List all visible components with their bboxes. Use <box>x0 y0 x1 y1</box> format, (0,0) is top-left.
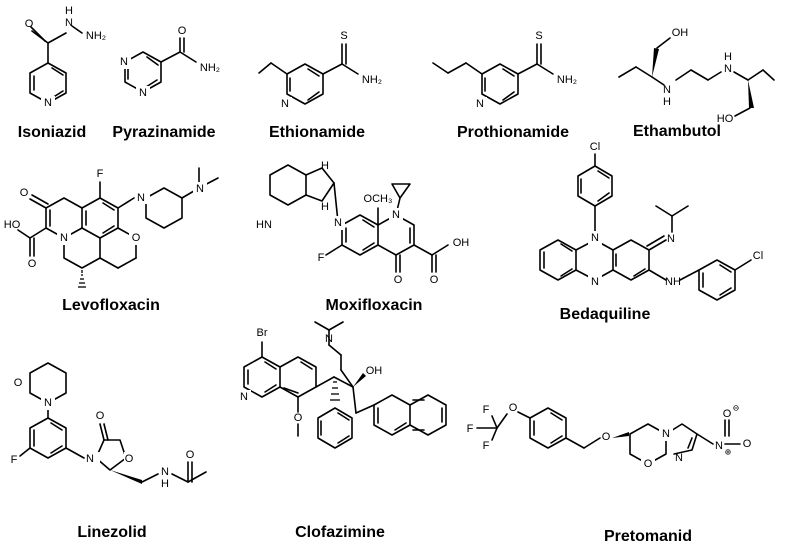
ethionamide-structure: N S NH₂ <box>258 30 382 111</box>
atom-label: O <box>132 232 141 244</box>
bedaquiline-structure: N N Cl N NH Cl <box>539 141 763 301</box>
atom-label: F <box>483 404 490 416</box>
charge-label: ⊖ <box>733 404 740 413</box>
atom-label: H <box>65 5 73 17</box>
atom-label: NH <box>665 276 681 288</box>
atom-label: O <box>394 274 403 286</box>
atom-label: N <box>334 217 342 229</box>
atom-label: N <box>724 63 732 75</box>
atom-label: O <box>20 187 29 199</box>
atom-label: N <box>715 440 723 452</box>
atom-label: N <box>240 391 248 403</box>
atom-label: O <box>96 410 105 422</box>
pretomanid-label: Pretomanid <box>604 528 692 545</box>
atom-label: O <box>602 431 611 443</box>
bedaquiline-label: Bedaquiline <box>560 306 651 323</box>
levofloxacin-structure: N N F O HO O N O <box>4 167 219 288</box>
atom-label: H <box>663 96 671 108</box>
atom-label: Cl <box>590 141 600 153</box>
ethambutol-structure: OH N H N H HO <box>618 27 775 125</box>
atom-label: N <box>44 97 52 109</box>
atom-label: N <box>392 209 400 221</box>
atom-label: O <box>509 402 518 414</box>
atom-label: H <box>321 160 329 172</box>
atom-label: O <box>723 408 732 420</box>
atom-label: O <box>743 438 752 450</box>
atom-label: OH <box>366 365 383 377</box>
atom-label: F <box>467 423 474 435</box>
atom-label: N <box>476 98 484 110</box>
atom-label: N <box>662 428 670 440</box>
atom-label: N <box>60 232 68 244</box>
atom-label: O <box>14 377 23 389</box>
atom-label: Br <box>257 327 268 339</box>
atom-label: F <box>483 440 490 452</box>
atom-label: N <box>161 466 169 478</box>
atom-label: S <box>340 30 347 42</box>
atom-label: F <box>97 168 104 180</box>
atom-label: OH <box>453 237 470 249</box>
atom-label: HO <box>717 113 734 125</box>
atom-label: O <box>25 18 34 30</box>
atom-label: O <box>178 25 187 37</box>
prothionamide-label: Prothionamide <box>457 124 569 141</box>
atom-label: N <box>86 453 94 465</box>
atom-label: Cl <box>753 250 763 262</box>
isoniazid-structure: N O N H NH₂ <box>25 5 106 110</box>
atom-label: NH₂ <box>200 62 220 74</box>
atom-label: O <box>294 412 303 424</box>
atom-label: O <box>430 274 439 286</box>
atom-label: N <box>667 233 675 245</box>
atom-label: N <box>137 192 145 204</box>
linezolid-label: Linezolid <box>77 524 146 541</box>
atom-label: F <box>11 454 18 466</box>
atom-label: N <box>139 87 147 99</box>
atom-label: O <box>644 458 653 470</box>
levofloxacin-label: Levofloxacin <box>62 297 160 314</box>
atom-label: N <box>325 333 333 345</box>
pretomanid-structure: F F F O O N O N N ⊕ O ⊖ O <box>467 402 752 471</box>
atom-label: N <box>44 397 52 409</box>
atom-label: NH₂ <box>557 74 577 86</box>
atom-label: S <box>535 30 542 42</box>
moxifloxacin-label: Moxifloxacin <box>326 297 423 314</box>
pyrazinamide-structure: N N O NH₂ <box>117 25 220 100</box>
atom-label: O <box>125 453 134 465</box>
atom-label: OH <box>672 27 689 39</box>
atom-label: N <box>591 276 599 288</box>
atom-label: H <box>724 51 732 63</box>
atom-label: F <box>318 252 325 264</box>
atom-label: N <box>120 56 128 68</box>
atom-label: N <box>65 17 73 29</box>
atom-label: H <box>321 201 329 213</box>
pyrazinamide-label: Pyrazinamide <box>112 124 215 141</box>
atom-label: NH₂ <box>86 30 106 42</box>
atom-label: HO <box>4 219 21 231</box>
atom-label: N <box>591 232 599 244</box>
isoniazid-label: Isoniazid <box>18 124 86 141</box>
atom-label: H <box>161 478 169 490</box>
atom-label: NH₂ <box>362 74 382 86</box>
atom-label: O <box>28 258 37 270</box>
atom-label: O <box>186 449 195 461</box>
atom-label: N <box>675 452 683 464</box>
atom-label: N <box>663 84 671 96</box>
charge-label: ⊕ <box>725 448 732 457</box>
ethambutol-label: Ethambutol <box>633 123 721 140</box>
atom-label: N <box>281 98 289 110</box>
atom-label: OCH₃ <box>364 193 393 205</box>
clofazimine-label: Clofazimine <box>295 524 385 541</box>
atom-label: HN <box>256 219 272 231</box>
moxifloxacin-structure: H H HN N OCH₃ N F O O OH <box>256 160 469 286</box>
linezolid-structure: O N F N O O N H O <box>11 362 207 490</box>
ethionamide-label: Ethionamide <box>269 124 365 141</box>
prothionamide-structure: N S NH₂ <box>432 30 577 111</box>
clofazimine-structure: Br N O N OH <box>237 321 447 449</box>
atom-label: N <box>196 183 204 195</box>
